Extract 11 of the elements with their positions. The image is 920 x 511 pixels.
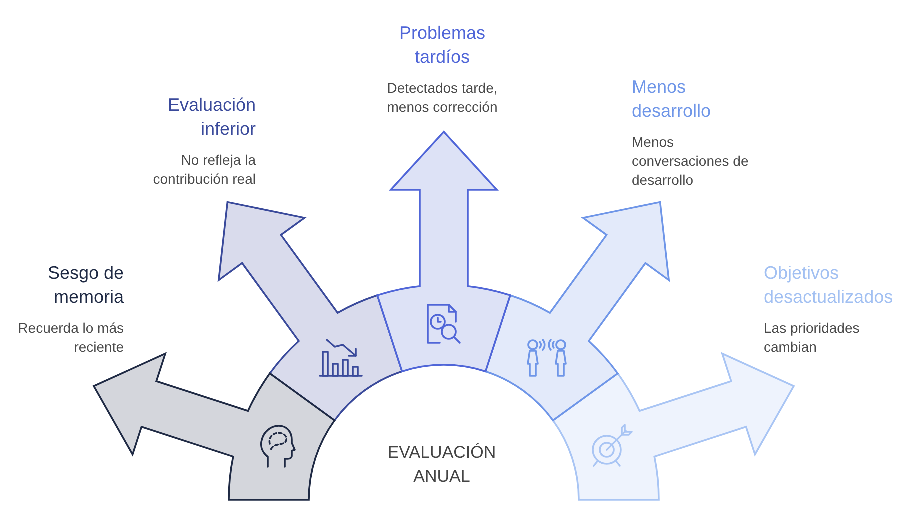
hub-title: EVALUACIÓN ANUAL [385,441,499,489]
description-text: Detectados tarde, menos corrección [387,80,498,115]
description-text: Menos conversaciones de desarrollo [632,134,749,188]
title-text: Objetivos desactualizados [764,263,894,307]
description-text: No refleja la contribución real [153,152,256,187]
description-text: Recuerda lo más reciente [18,320,124,355]
description-text: Las prioridades cambian [764,320,860,355]
title-text: Problemas tardíos [399,23,486,67]
title-text: Sesgo de memoria [48,263,124,307]
title-text: Evaluación inferior [168,95,256,139]
title-text: Menos desarrollo [632,77,712,121]
